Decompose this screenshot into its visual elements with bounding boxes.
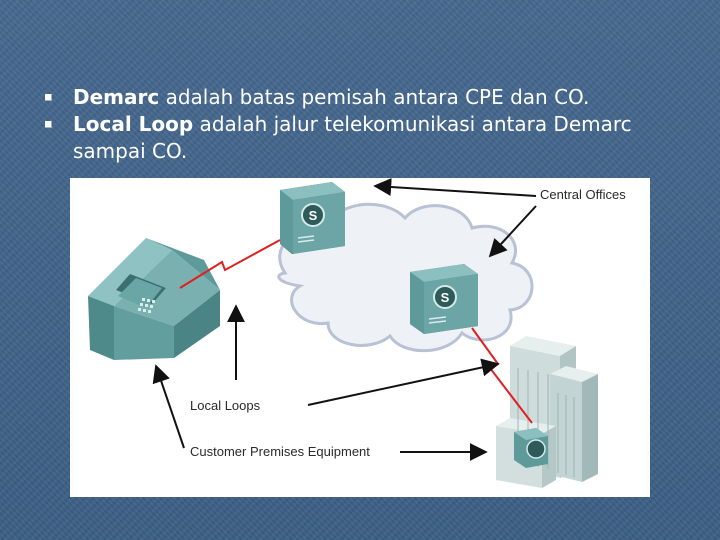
arrow-co-switch-1	[373, 178, 537, 197]
label-local-loops: Local Loops	[190, 398, 261, 413]
network-diagram: S S	[70, 178, 650, 497]
switch-glyph: S	[441, 290, 450, 305]
bullet-demarc: Demarc adalah batas pemisah antara CPE d…	[42, 84, 682, 111]
switch-icon	[301, 203, 325, 227]
bullet-list: Demarc adalah batas pemisah antara CPE d…	[42, 84, 682, 165]
phone-keypad-icon	[138, 298, 155, 313]
term-local-loop: Local Loop	[73, 112, 194, 136]
switch-glyph: S	[309, 208, 318, 223]
cpe-device-icon	[526, 439, 546, 459]
term-demarc: Demarc	[73, 85, 160, 109]
customer-house-with-phone	[88, 238, 220, 360]
bullet-square-icon	[45, 94, 52, 101]
label-central-offices: Central Offices	[540, 187, 626, 202]
bullet-square-icon	[45, 121, 52, 128]
network-diagram-svg: S S	[88, 178, 626, 488]
bullet-local-loop: Local Loop adalah jalur telekomunikasi a…	[42, 111, 682, 165]
arrow-local-loop-building	[307, 358, 500, 406]
office-buildings	[496, 336, 598, 488]
arrow-co-switch-2	[488, 205, 537, 258]
label-cpe: Customer Premises Equipment	[190, 444, 370, 459]
arrow-cpe-house	[152, 364, 185, 449]
definition-demarc: adalah batas pemisah antara CPE dan CO.	[159, 85, 590, 109]
local-loop-house	[179, 239, 281, 289]
switch-icon	[433, 285, 457, 309]
definition-local-loop: adalah jalur telekomunikasi antara Demar…	[73, 112, 632, 163]
central-office-switch-1: S	[280, 182, 345, 254]
central-office-switch-2: S	[410, 264, 478, 334]
label-pointer-arrows	[152, 178, 537, 461]
